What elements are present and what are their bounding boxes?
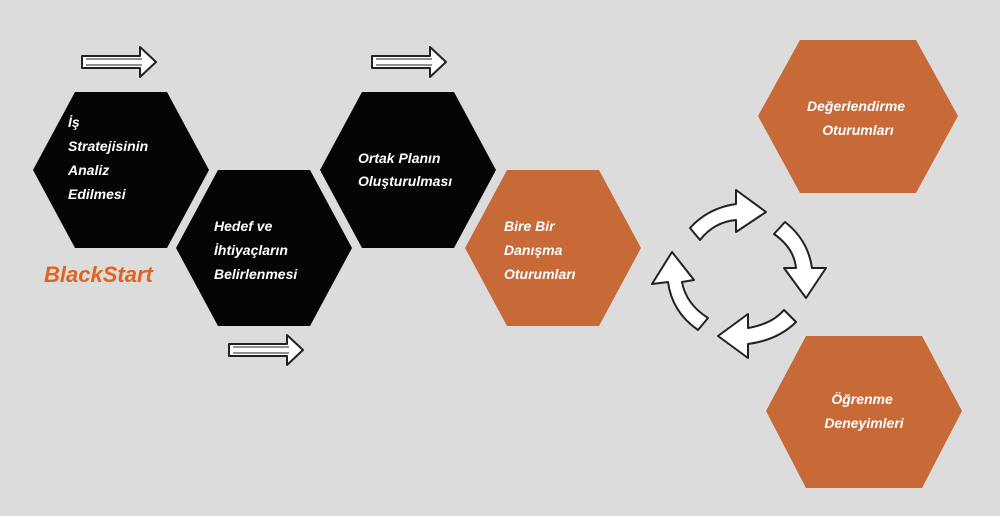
hex-joint-plan: Ortak Planın Oluşturulması (320, 92, 496, 248)
hex-joint-plan-label: Ortak Planın Oluşturulması (358, 150, 452, 189)
right-arrow-icon (81, 46, 157, 78)
hex-goals-needs: Hedef ve İhtiyaçların Belirlenmesi (176, 170, 352, 326)
blackstart-logo: BlackStart (44, 262, 155, 287)
hex-learning-label: Öğrenme Deneyimleri (824, 391, 904, 431)
cycle-arrows-icon (651, 189, 827, 359)
right-arrow-icon (371, 46, 447, 78)
logo-text: BlackStart (44, 262, 155, 287)
hex-strategy-analysis-label: İş Stratejisinin Analiz Edilmesi (67, 114, 152, 202)
right-arrow-icon (228, 334, 304, 366)
hex-learning: Öğrenme Deneyimleri (766, 336, 962, 488)
hex-evaluation-label: Değerlendirme Oturumları (807, 98, 909, 138)
hex-goals-needs-label: Hedef ve İhtiyaçların Belirlenmesi (214, 218, 298, 282)
hex-strategy-analysis: İş Stratejisinin Analiz Edilmesi (33, 92, 209, 248)
hex-evaluation: Değerlendirme Oturumları (758, 40, 958, 193)
hex-one-on-one-label: Bire Bir Danışma Oturumları (504, 218, 576, 282)
hex-one-on-one: Bire Bir Danışma Oturumları (465, 170, 641, 326)
